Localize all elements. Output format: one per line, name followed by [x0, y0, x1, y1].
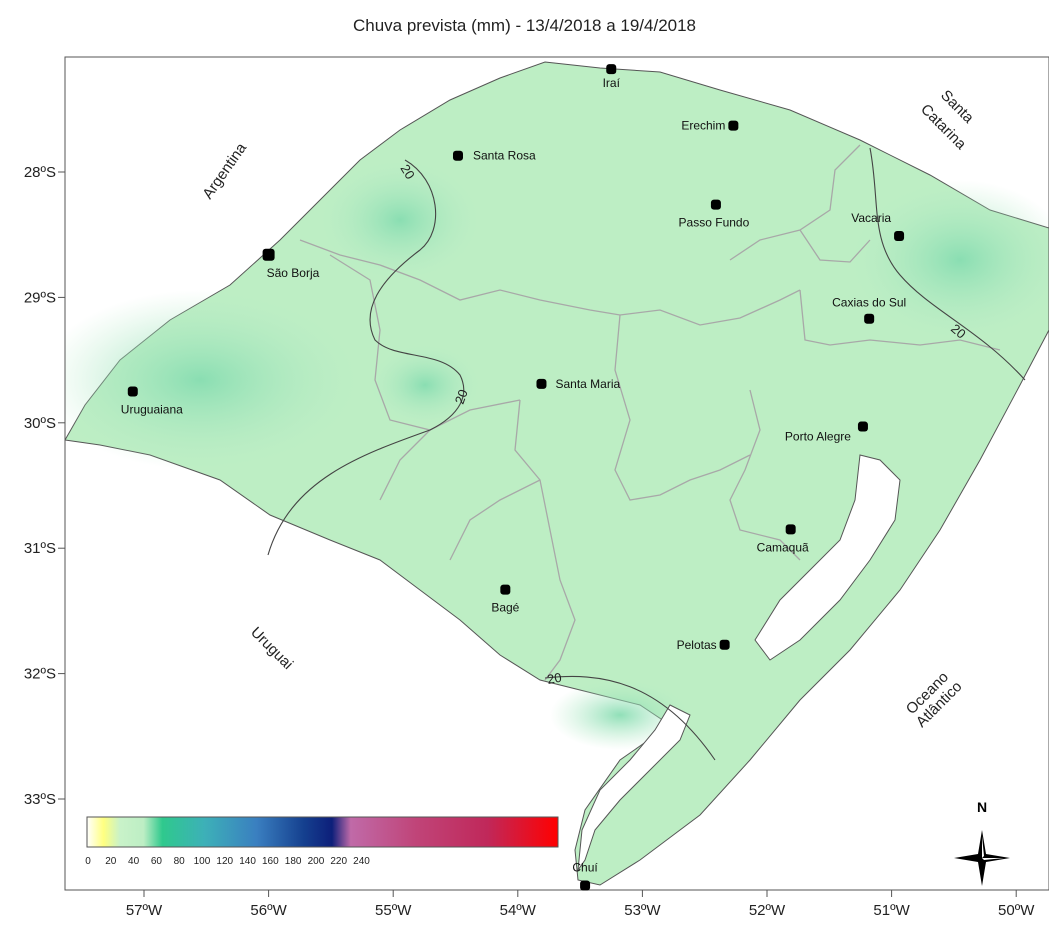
- contour-label-4: 20: [546, 670, 563, 687]
- city-label: Uruguaiana: [121, 402, 183, 416]
- lat-tick-label: 32ºS: [24, 666, 56, 683]
- latitude-axis: 28ºS 29ºS 30ºS 31ºS 32ºS 33ºS: [24, 164, 65, 808]
- city-label: Chuí: [572, 861, 598, 875]
- city-marker: [606, 64, 617, 75]
- map-frame: [64, 56, 1049, 891]
- city-marker: [719, 639, 730, 650]
- colorbar-tick-label: 240: [353, 856, 370, 867]
- city-label: Vacaria: [851, 211, 891, 225]
- contour-label-2: 20: [452, 387, 471, 406]
- colorbar-tick-label: 40: [128, 856, 140, 867]
- colorbar: 0 20 40 60 80 100 120 140 160 180 200 220 240: [85, 816, 559, 867]
- lon-tick-label: 51ºW: [873, 902, 910, 919]
- lon-tick-label: 53ºW: [624, 902, 661, 919]
- city-label: Pelotas: [677, 638, 717, 652]
- label-uruguai: Uruguai: [247, 624, 296, 673]
- city-marker: [500, 584, 511, 595]
- map-title: Chuva prevista (mm) - 13/4/2018 a 19/4/2…: [352, 16, 697, 35]
- city-marker: [536, 378, 547, 389]
- city-label: São Borja: [267, 266, 320, 280]
- lagoa-mirim: [577, 704, 691, 872]
- city-marker: [710, 199, 721, 210]
- colorbar-tick-label: 0: [85, 856, 91, 867]
- region-boundaries: [299, 144, 1001, 681]
- city-marker: [728, 120, 739, 131]
- longitude-axis: 57ºW 56ºW 55ºW 54ºW 53ºW 52ºW 51ºW 50ºW: [126, 890, 1035, 919]
- colorbar-ticks: 0 20 40 60 80 100 120 140 160 180 200 220 240: [85, 856, 370, 867]
- lat-tick-label: 30ºS: [24, 415, 56, 432]
- colorbar-tick-label: 140: [239, 856, 256, 867]
- city-marker: [580, 880, 591, 891]
- contour-label-1: 20: [397, 162, 417, 182]
- city-marker: [262, 248, 275, 261]
- city-label: Caxias do Sul: [832, 296, 906, 310]
- lon-tick-label: 56ºW: [250, 902, 287, 919]
- city-marker: [785, 524, 796, 535]
- colorbar-tick-label: 60: [151, 856, 163, 867]
- city-marker: [894, 230, 905, 241]
- lat-tick-label: 28ºS: [24, 164, 56, 181]
- lon-tick-label: 50ºW: [998, 902, 1035, 919]
- lagoa-dos-patos: [754, 454, 901, 661]
- colorbar-tick-label: 160: [262, 856, 279, 867]
- colorbar-tick-label: 80: [174, 856, 186, 867]
- label-argentina: Argentina: [199, 139, 250, 202]
- lat-tick-label: 29ºS: [24, 289, 56, 306]
- city-label: Erechim: [681, 119, 725, 133]
- city-label: Camaquã: [757, 540, 809, 554]
- lon-tick-label: 55ºW: [375, 902, 412, 919]
- colorbar-tick-label: 120: [216, 856, 233, 867]
- city-label: Bagé: [491, 601, 519, 615]
- colorbar-tick-label: 200: [308, 856, 325, 867]
- north-label: N: [977, 799, 987, 815]
- colorbar-tick-label: 20: [105, 856, 117, 867]
- city-marker: [857, 421, 868, 432]
- lon-tick-label: 54ºW: [500, 902, 537, 919]
- city-marker: [452, 150, 463, 161]
- lat-tick-label: 31ºS: [24, 540, 56, 557]
- city-label: Passo Fundo: [679, 216, 750, 230]
- city-marker: [127, 386, 138, 397]
- city-label: Santa Maria: [555, 377, 620, 391]
- city-label: Santa Rosa: [473, 149, 536, 163]
- lon-tick-label: 57ºW: [126, 902, 163, 919]
- city-label: Porto Alegre: [785, 430, 851, 444]
- lon-tick-label: 52ºW: [749, 902, 786, 919]
- colorbar-bar: [86, 816, 559, 848]
- north-arrow: N: [954, 799, 1010, 886]
- colorbar-tick-label: 180: [285, 856, 302, 867]
- colorbar-tick-label: 220: [330, 856, 347, 867]
- lat-tick-label: 33ºS: [24, 791, 56, 808]
- colorbar-tick-label: 100: [194, 856, 211, 867]
- city-marker: [864, 313, 875, 324]
- city-label: Iraí: [603, 76, 621, 90]
- contour-lines: [267, 147, 1026, 761]
